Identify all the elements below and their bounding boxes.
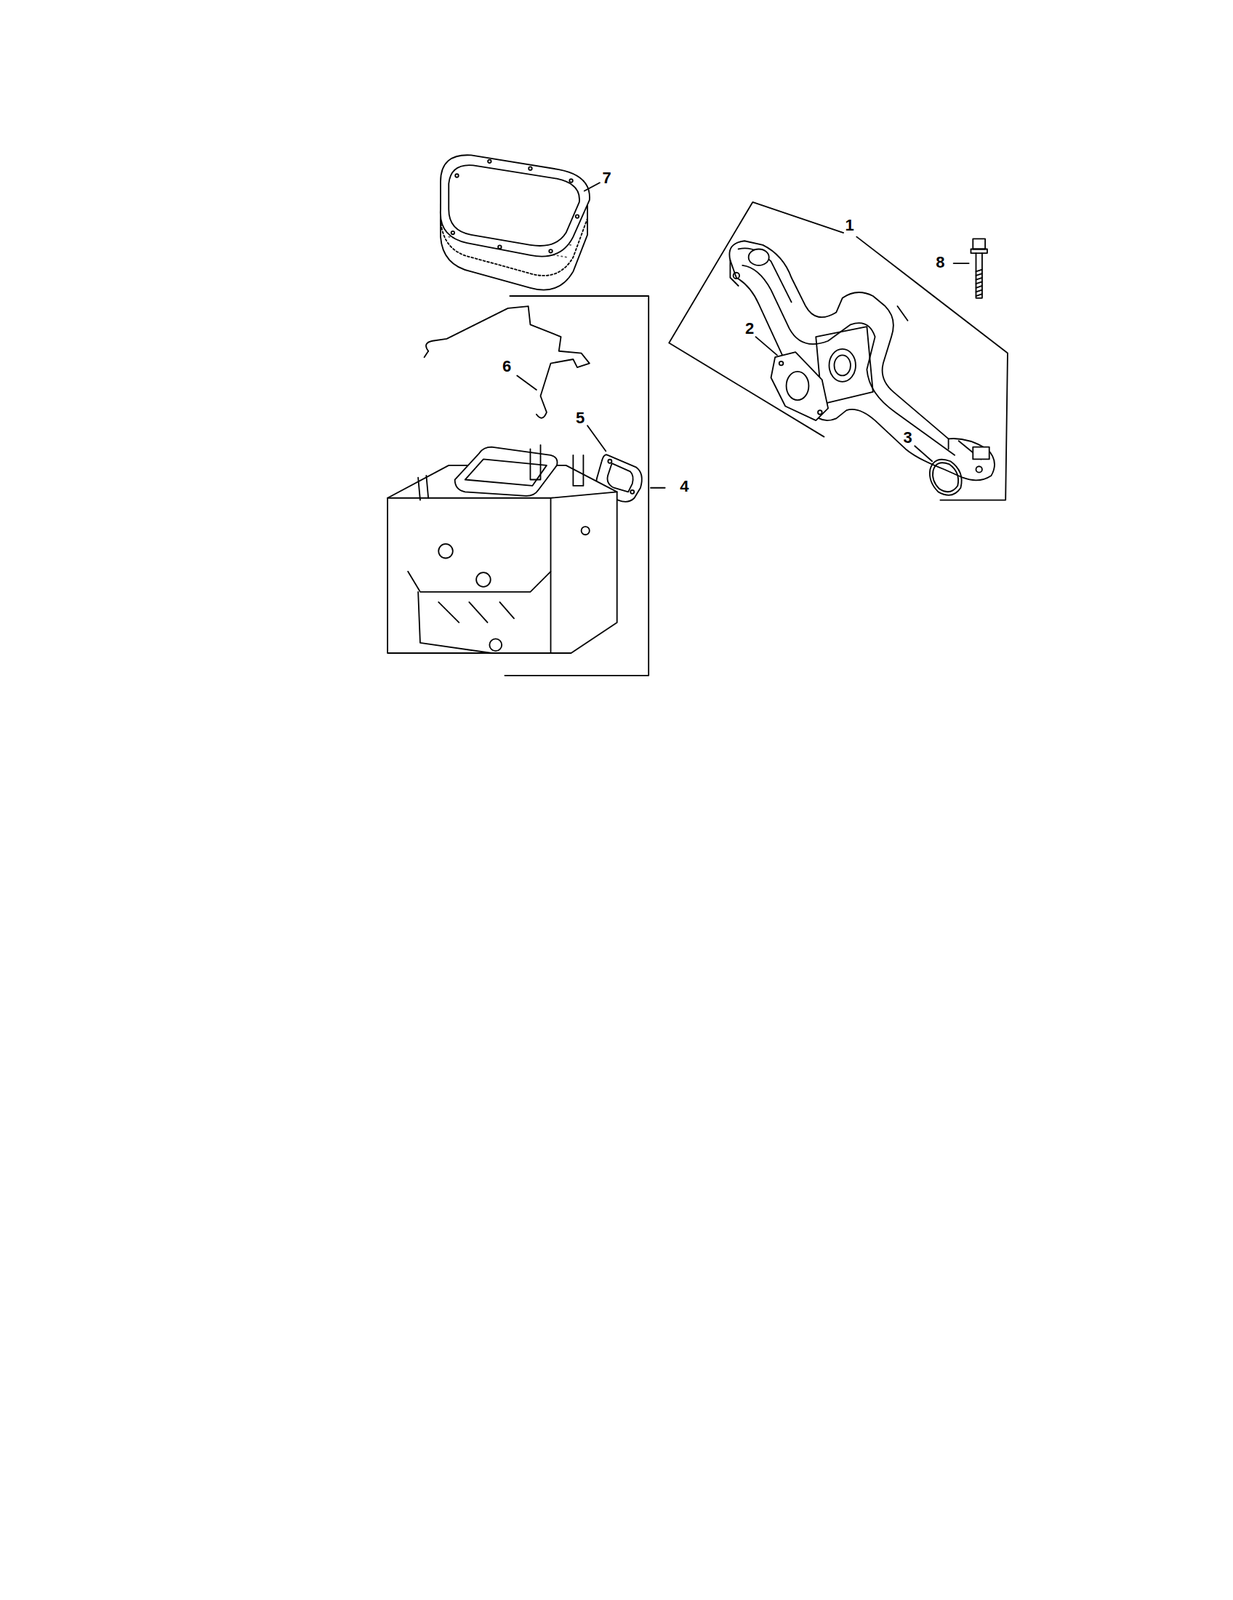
callout-number: 2 [745,320,754,337]
callout-number: 1 [844,217,854,234]
o-ring [914,445,962,496]
callout-number: 8 [935,254,945,271]
intake-manifold [729,240,995,480]
callout-number: 3 [902,429,912,446]
air-filter [440,154,600,290]
callout-number: 7 [602,170,612,187]
manifold-gasket [755,336,829,421]
retaining-clip [424,306,590,419]
bolt [953,238,988,298]
air-cleaner-base [387,444,618,653]
leader-line [650,487,666,489]
callout-number: 4 [679,478,689,495]
callout-number: 6 [502,358,512,375]
callout-number: 5 [575,410,585,427]
